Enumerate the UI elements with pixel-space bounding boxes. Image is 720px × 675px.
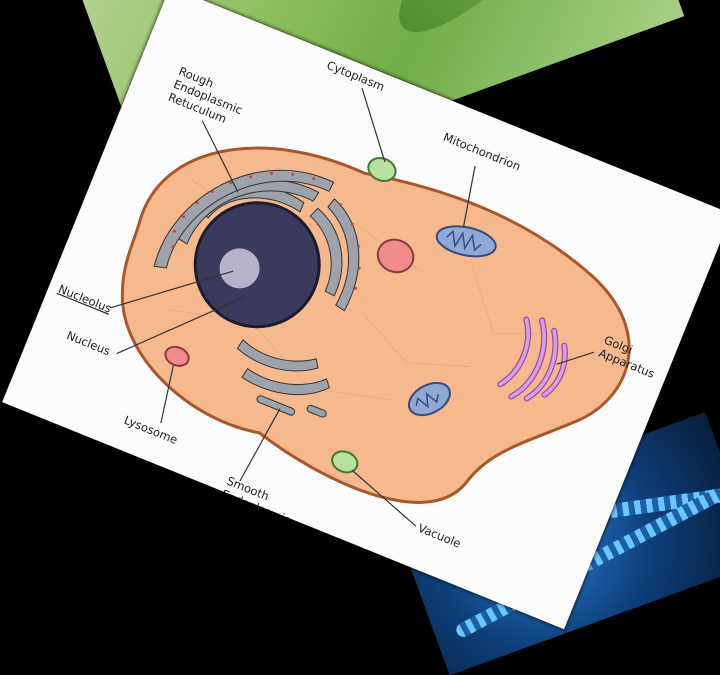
label-rough-er: Rough Endoplasmic Retuculum bbox=[166, 64, 253, 132]
leader-line bbox=[340, 88, 408, 162]
label-nucleolus: Nucleolus bbox=[56, 282, 113, 316]
label-lysosome: Lysosome bbox=[122, 413, 180, 447]
label-vacuole: Vacuole bbox=[416, 521, 463, 551]
label-mitochondrion: Mitochondrion bbox=[441, 130, 522, 174]
label-nucleus: Nucleus bbox=[65, 328, 113, 358]
label-smooth-er: Smooth Endoplasmic Reticulum bbox=[214, 474, 301, 542]
leaf-shape bbox=[375, 0, 615, 56]
